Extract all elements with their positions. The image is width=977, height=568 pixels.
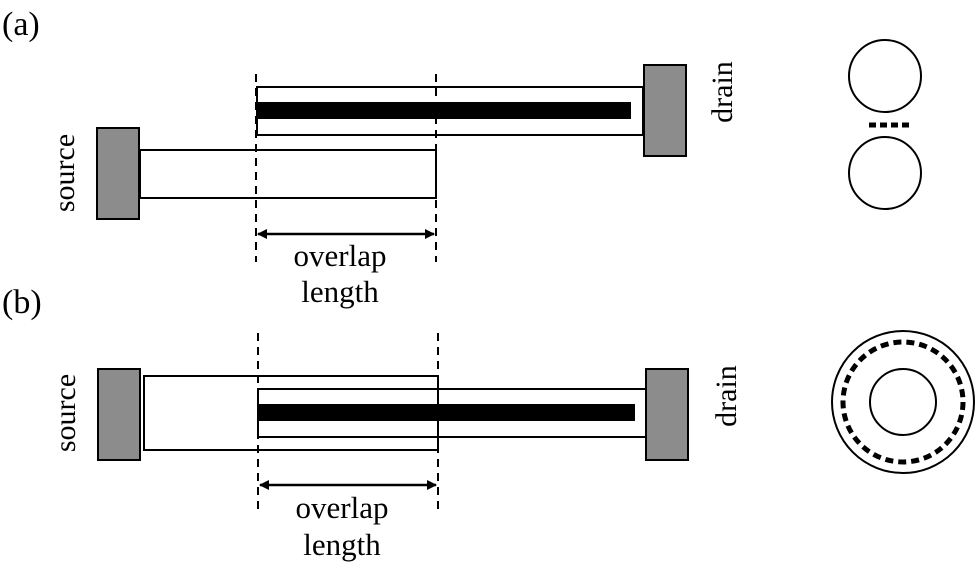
- cross-section-top-circle-a: [848, 39, 922, 113]
- source-contact-b: [97, 368, 141, 461]
- cross-section-inner-circle-b: [869, 368, 937, 436]
- cross-section-bottom-circle-a: [848, 136, 922, 210]
- drain-contact-b: [645, 368, 689, 461]
- panel-b: [97, 330, 975, 512]
- source-contact-a: [96, 127, 140, 220]
- drain-label-a: drain: [706, 61, 739, 123]
- overlap-text-line2-a: length: [301, 274, 379, 309]
- panel-label-b: (b): [2, 284, 42, 321]
- inner-conductor-a: [257, 102, 631, 119]
- overlap-text-line1-a: overlap: [293, 238, 387, 273]
- panel-label-a: (a): [2, 6, 40, 43]
- source-label-a: source: [48, 133, 81, 213]
- inner-conductor-b: [258, 404, 635, 421]
- overlap-text-line2-b: length: [303, 527, 381, 562]
- overlap-text-line1-b: overlap: [295, 490, 389, 525]
- cross-section-dashed-ring-b: [840, 339, 966, 465]
- drain-contact-a: [643, 64, 687, 157]
- panel-a: [96, 39, 922, 262]
- source-label-b: source: [49, 373, 82, 453]
- drain-label-b: drain: [710, 365, 743, 427]
- source-tube-a: [139, 149, 437, 199]
